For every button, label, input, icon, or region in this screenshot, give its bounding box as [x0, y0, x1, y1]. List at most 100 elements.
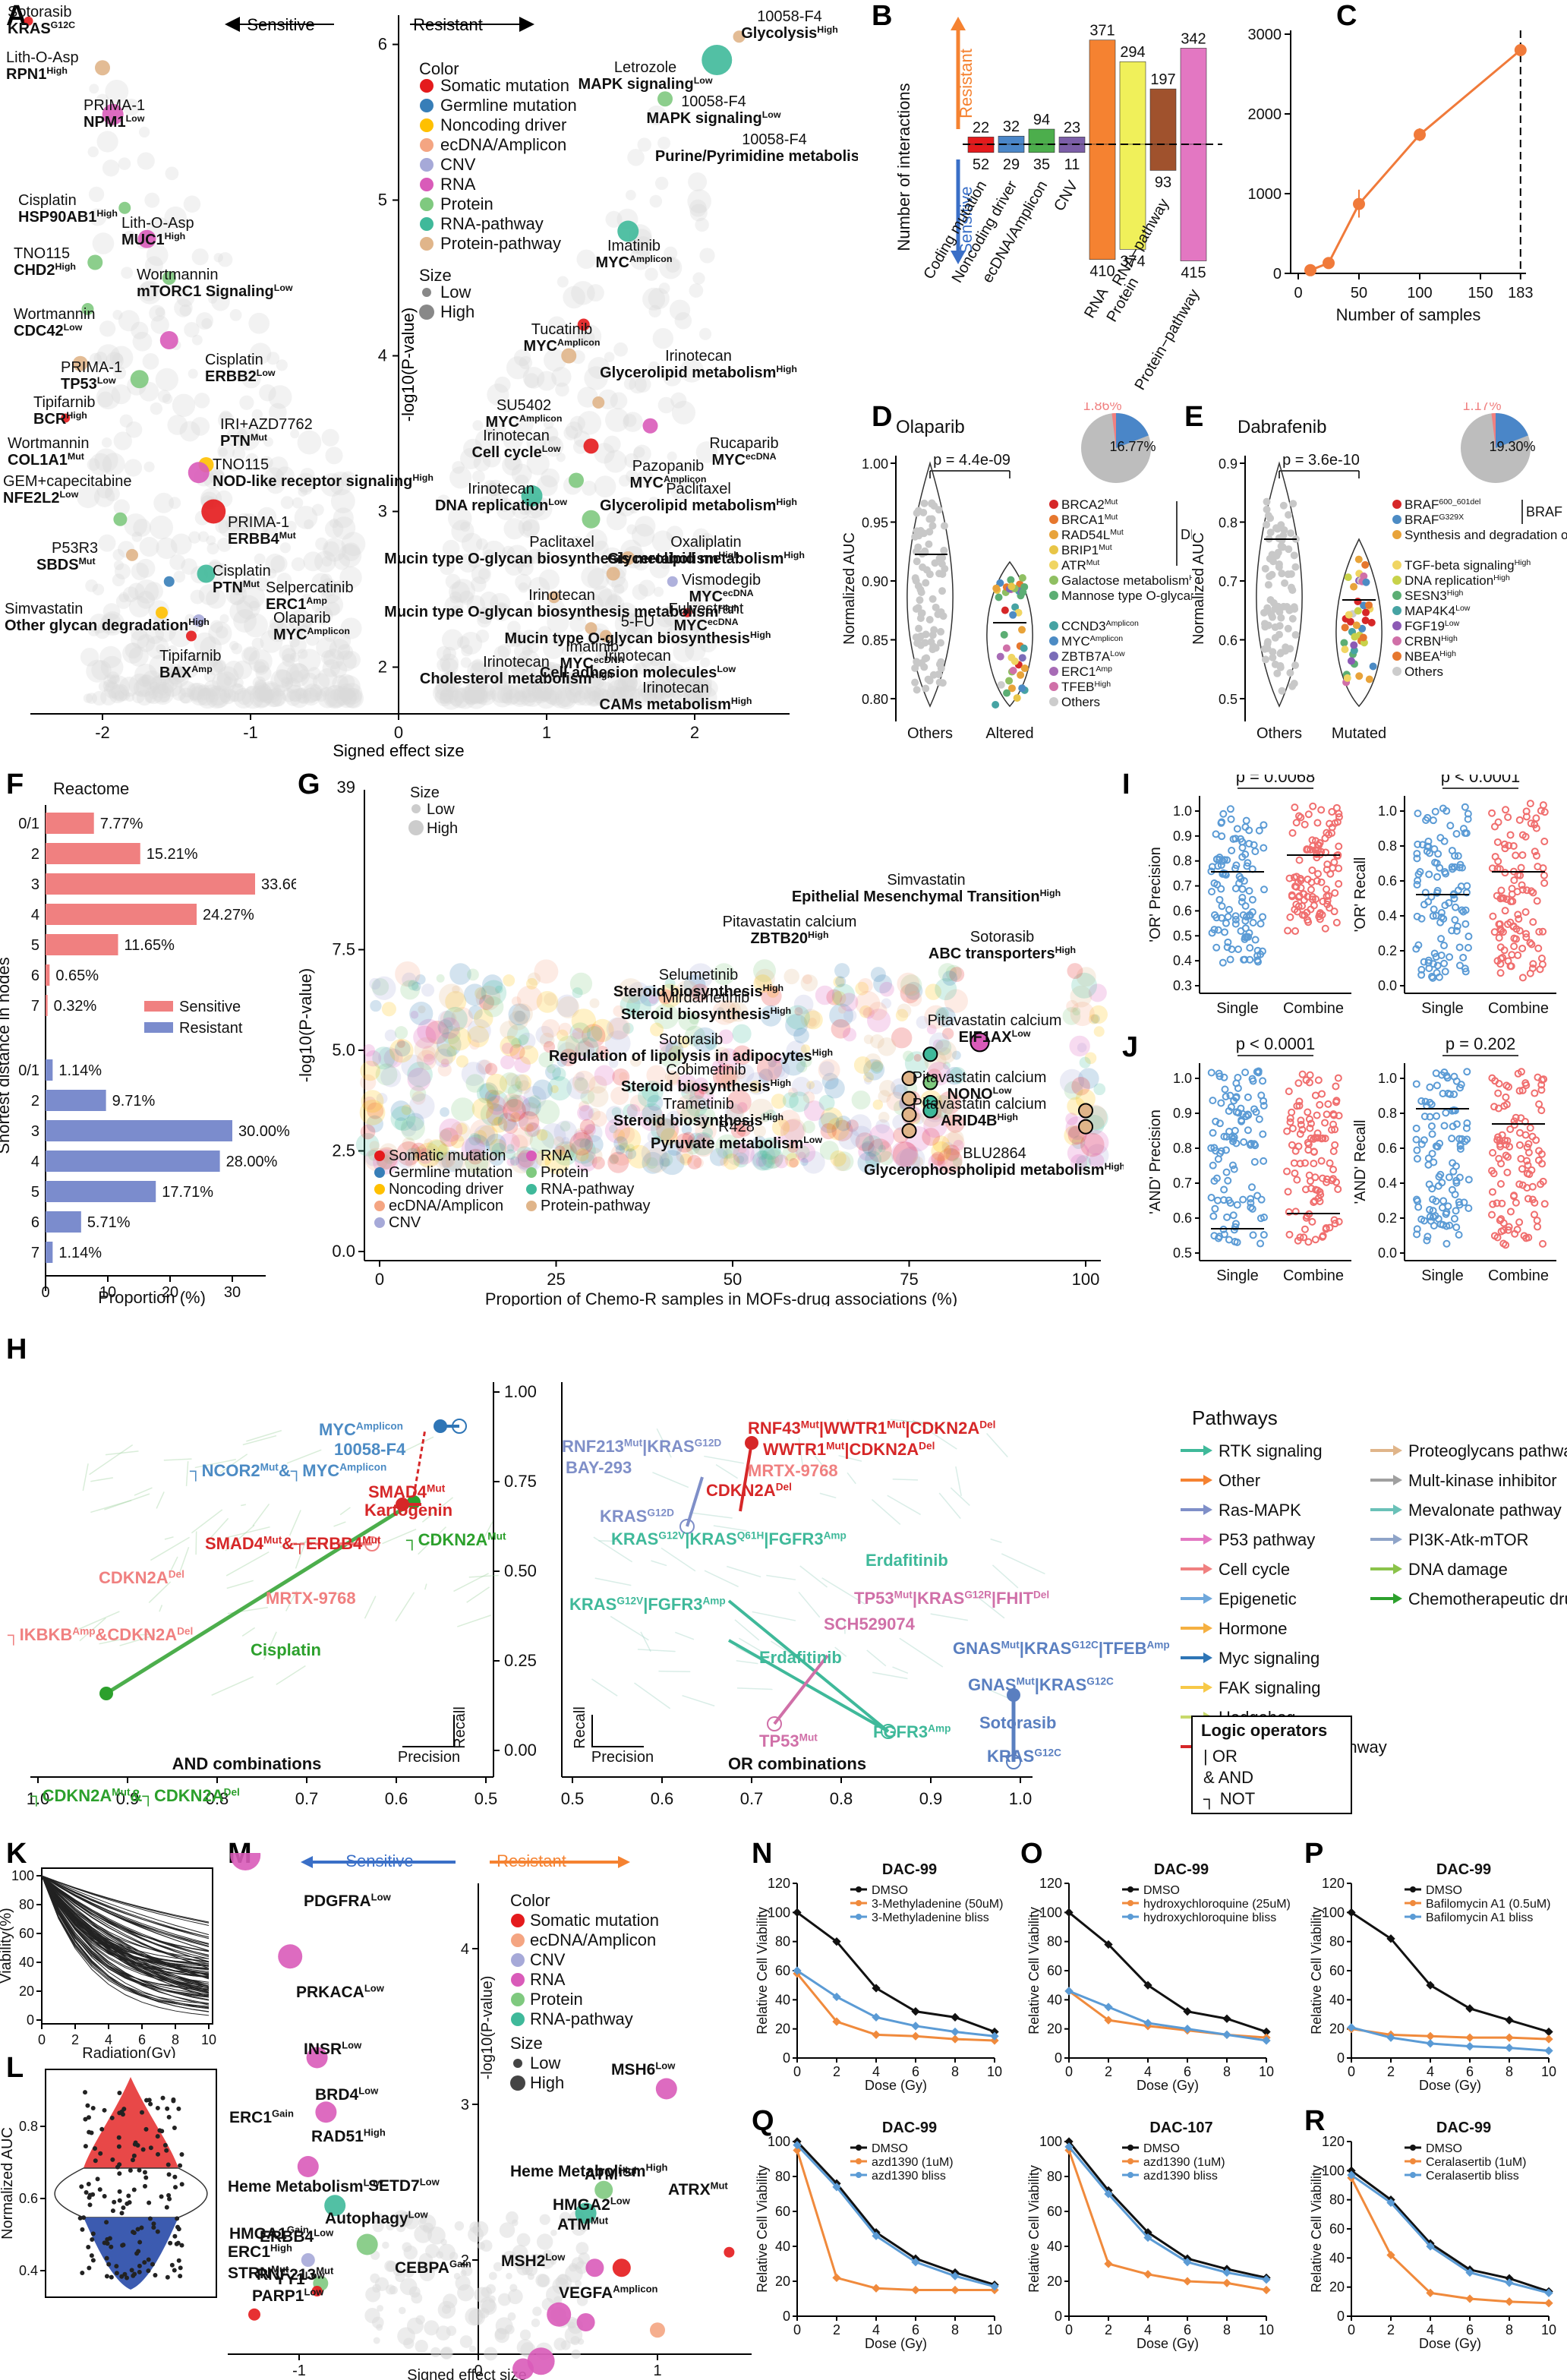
- dot: [1455, 1230, 1463, 1239]
- scatter-point: [396, 1141, 421, 1166]
- background-point: [518, 516, 540, 538]
- background-point: [664, 686, 676, 699]
- dot: [1234, 1084, 1242, 1093]
- y-tick-label: 0.8: [1173, 1141, 1192, 1156]
- l-point: [90, 2258, 96, 2263]
- m-colored-point: [315, 2101, 337, 2123]
- point-others: [1282, 643, 1290, 652]
- scatter-point: [585, 1135, 604, 1154]
- dot: [1323, 866, 1331, 874]
- background-point: [290, 429, 300, 439]
- m-feature-label: Heme MetabolismHigh: [510, 2162, 668, 2180]
- background-point: [475, 692, 487, 705]
- background-point: [96, 344, 120, 368]
- scatter-point: [873, 974, 893, 994]
- panel-letter-d: D: [872, 401, 893, 433]
- y-tick-label: 0.8: [1219, 516, 1238, 531]
- curve-point: [1262, 2275, 1271, 2284]
- annotation-feature: EIF1AXLow: [959, 1028, 1031, 1046]
- background-point: [586, 690, 602, 706]
- annotation-feature: GlycolysisHigh: [741, 24, 838, 42]
- scatter-point: [932, 1040, 957, 1065]
- dot: [1294, 1142, 1303, 1151]
- legend-point: [856, 1900, 862, 1906]
- point-others: [1289, 500, 1297, 508]
- background-point: [323, 685, 347, 709]
- x-tick-label: 20: [162, 1284, 178, 1301]
- background-point: [128, 673, 152, 696]
- background-line: [90, 1477, 113, 1482]
- background-point: [340, 683, 363, 705]
- dot: [1528, 1182, 1537, 1191]
- curve-series: [1068, 1911, 1267, 2033]
- m-feature-label: ERBB4Low: [260, 2227, 334, 2246]
- bar-value-sensitive: 52: [973, 156, 989, 173]
- scatter-point: [556, 1029, 569, 1042]
- l-point: [87, 2202, 93, 2208]
- y-tick-label: 0.4: [1173, 953, 1192, 968]
- scatter-point: [512, 1003, 533, 1024]
- background-point: [503, 430, 523, 450]
- y-tick-label: 0: [1273, 266, 1282, 283]
- background-line: [866, 1649, 887, 1667]
- dot: [1504, 1226, 1512, 1234]
- background-point: [569, 2262, 578, 2272]
- background-line: [834, 1646, 847, 1657]
- annotation-feature: COL1A1Mut: [8, 451, 84, 469]
- bar-category: 4: [31, 907, 39, 923]
- dot: [1317, 806, 1326, 814]
- background-point: [616, 602, 638, 624]
- curve-legend-label: hydroxychloroquine (25uM): [1143, 1898, 1291, 1911]
- scatter-point: [413, 1146, 426, 1160]
- dot: [1323, 1110, 1331, 1119]
- scatter-point: [507, 1084, 523, 1100]
- background-point: [207, 542, 219, 555]
- legend-label: Mannose type O-glycan biosynthesisLow: [1061, 589, 1192, 603]
- background-point: [320, 573, 333, 586]
- scatter-point: [711, 1059, 725, 1073]
- legend-label: CCND3Amplicon: [1061, 619, 1139, 633]
- curve-series: [796, 1911, 995, 2033]
- scatter-point: [688, 963, 714, 989]
- scatter-point: [932, 1039, 944, 1050]
- background-line: [930, 1613, 968, 1621]
- dot: [1532, 814, 1540, 822]
- m-feature-label: ATMMut: [557, 2215, 609, 2233]
- m-feature-label: BRD4Low: [315, 2085, 379, 2104]
- size-label: Low: [530, 2053, 560, 2072]
- dot: [1506, 831, 1515, 839]
- background-point: [578, 686, 592, 700]
- y-tick-label: 80: [19, 1897, 34, 1912]
- point-others: [1291, 631, 1300, 639]
- background-point: [135, 674, 158, 697]
- dot: [1285, 1230, 1294, 1239]
- annotation-drug: Oxaliplatin: [670, 534, 741, 551]
- background-point: [586, 667, 599, 680]
- point-altered: [1013, 694, 1021, 702]
- background-point: [155, 307, 166, 317]
- ylabel: Normalized AUC: [1192, 532, 1207, 645]
- scatter-point: [693, 1077, 708, 1092]
- point-others: [925, 677, 934, 685]
- scatter-point: [372, 1046, 396, 1070]
- l-point: [148, 2101, 153, 2107]
- legend-label: Protein-pathway: [541, 1198, 651, 1214]
- background-line: [950, 1487, 970, 1507]
- dot: [1454, 852, 1462, 860]
- dot: [1257, 1195, 1266, 1204]
- background-point: [528, 679, 553, 704]
- l-point: [119, 2211, 125, 2216]
- m-sensitive-label: Sensitive: [345, 1853, 413, 1870]
- point-altered: [1018, 654, 1026, 662]
- annotation-feature: MYCecDNA: [673, 617, 738, 634]
- annotation-drug: GEM+capecitabine: [3, 473, 132, 490]
- scatter-point: [588, 1107, 601, 1121]
- dot: [1433, 968, 1441, 977]
- dot: [1233, 825, 1241, 833]
- scatter-point: [440, 1152, 456, 1168]
- scatter-point: [589, 998, 600, 1009]
- scatter-point: [1072, 1007, 1081, 1016]
- dot: [1284, 1188, 1292, 1196]
- curve-point: [1505, 2278, 1514, 2287]
